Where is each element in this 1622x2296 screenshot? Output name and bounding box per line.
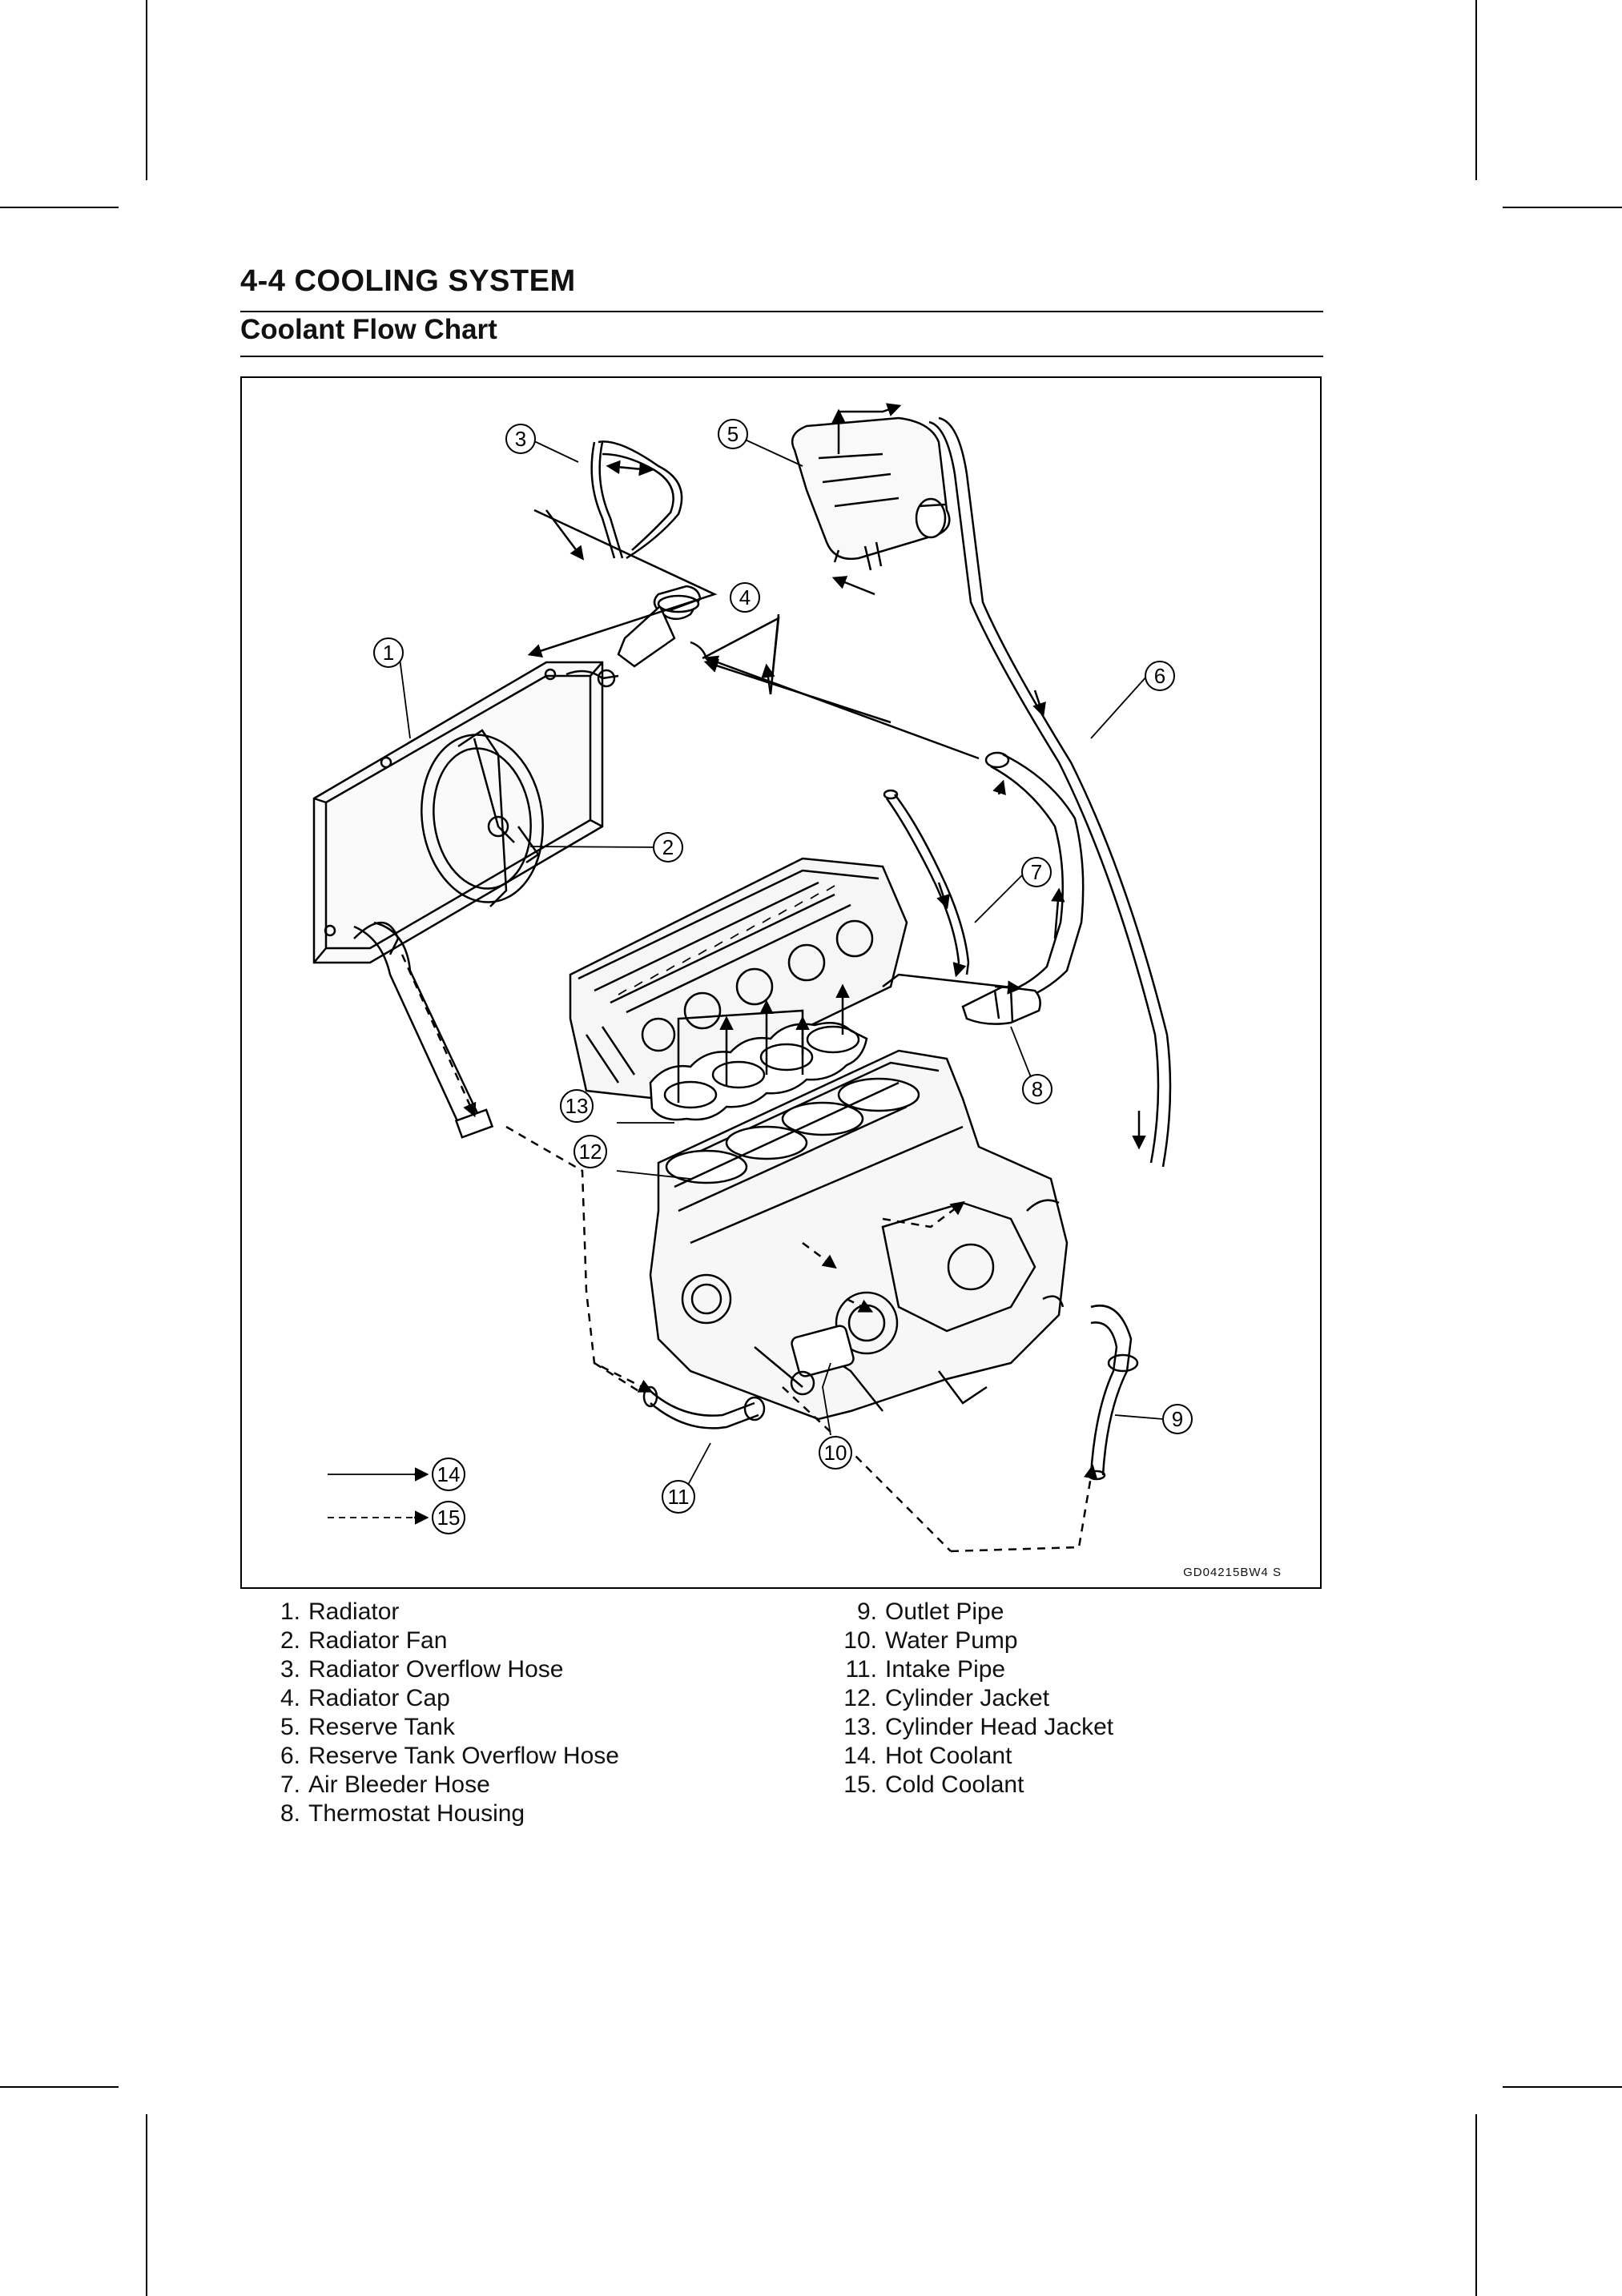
heading-rule <box>240 311 1323 312</box>
callout-leader-lines <box>328 433 1164 1518</box>
legend-item: 10.Water Pump <box>843 1627 1018 1654</box>
reserve-tank-overflow-hose-drawing <box>928 416 1172 1168</box>
legend-item: 4.Radiator Cap <box>280 1685 450 1711</box>
crop-mark <box>1475 0 1477 180</box>
thermostat-hose-drawing <box>984 751 1085 1004</box>
figure-code: GD04215BW4 S <box>1183 1566 1282 1579</box>
crop-mark <box>0 2086 119 2088</box>
engine-block-drawing <box>649 1049 1069 1421</box>
coolant-flow-figure: 1 2 3 4 5 6 7 8 <box>240 376 1322 1589</box>
crop-mark <box>146 0 147 180</box>
radiator-drawing <box>312 661 619 964</box>
svg-text:1: 1 <box>383 641 394 665</box>
svg-text:3: 3 <box>515 427 526 451</box>
svg-text:2: 2 <box>662 835 674 859</box>
legend-item: 3.Radiator Overflow Hose <box>280 1656 564 1683</box>
callout-8: 8 <box>1022 1074 1052 1104</box>
callout-10: 10 <box>819 1436 852 1470</box>
cylinder-head-drawing <box>569 857 908 1100</box>
reserve-tank-drawing <box>791 416 951 571</box>
lower-hose-drawing <box>353 921 494 1139</box>
callout-7: 7 <box>1021 857 1052 887</box>
outlet-pipe-drawing <box>1087 1305 1139 1481</box>
crop-mark <box>1475 2114 1477 2296</box>
air-bleeder-hose-drawing <box>883 789 970 975</box>
callout-11: 11 <box>662 1480 695 1514</box>
svg-text:10: 10 <box>824 1441 847 1465</box>
callout-14: 14 <box>432 1458 465 1491</box>
radiator-cap-drawing <box>617 585 708 668</box>
legend-left-column: 1.Radiator 2.Radiator Fan 3.Radiator Ove… <box>276 1598 619 1828</box>
svg-text:7: 7 <box>1031 860 1042 884</box>
legend-item: 6.Reserve Tank Overflow Hose <box>280 1743 619 1769</box>
legend-item: 1.Radiator <box>280 1598 400 1625</box>
svg-text:4: 4 <box>739 585 751 609</box>
radiator-overflow-hose-drawing <box>590 440 683 560</box>
legend-item: 12.Cylinder Jacket <box>843 1685 1050 1711</box>
hot-coolant-flow-lines <box>527 403 1146 1150</box>
callout-3: 3 <box>505 424 536 454</box>
callout-6: 6 <box>1145 661 1175 691</box>
legend-item: 9.Outlet Pipe <box>856 1598 1004 1625</box>
svg-text:13: 13 <box>565 1094 589 1118</box>
intake-pipe-drawing <box>642 1385 766 1429</box>
svg-text:15: 15 <box>437 1506 461 1530</box>
crop-mark <box>146 2114 147 2296</box>
legend-item: 7.Air Bleeder Hose <box>280 1771 490 1798</box>
svg-text:11: 11 <box>668 1485 690 1509</box>
legend-item: 11.Intake Pipe <box>845 1656 1006 1683</box>
legend-item: 14.Hot Coolant <box>843 1743 1012 1769</box>
callout-15: 15 <box>432 1501 465 1534</box>
svg-text:5: 5 <box>727 422 739 446</box>
svg-text:9: 9 <box>1172 1407 1183 1431</box>
thermostat-housing-drawing <box>961 985 1041 1025</box>
crop-mark <box>1503 207 1622 208</box>
legend-item: 5.Reserve Tank <box>280 1714 455 1740</box>
callout-5: 5 <box>718 419 748 449</box>
legend-right-column: 9.Outlet Pipe 10.Water Pump 11.Intake Pi… <box>833 1598 1113 1799</box>
cold-coolant-flow-lines <box>400 954 1098 1553</box>
svg-text:12: 12 <box>579 1140 602 1164</box>
callout-1: 1 <box>373 637 404 668</box>
svg-text:14: 14 <box>437 1462 461 1486</box>
legend-item: 2.Radiator Fan <box>280 1627 448 1654</box>
svg-text:8: 8 <box>1032 1077 1043 1101</box>
legend-item: 8.Thermostat Housing <box>280 1800 525 1827</box>
coolant-flow-diagram: 1 2 3 4 5 6 7 8 <box>312 403 1193 1553</box>
page-title: Coolant Flow Chart <box>240 314 497 345</box>
callout-12: 12 <box>574 1135 607 1168</box>
callout-9: 9 <box>1162 1404 1193 1434</box>
svg-text:6: 6 <box>1154 664 1165 688</box>
callout-4: 4 <box>730 582 760 613</box>
cylinder-head-jacket-drawing <box>649 1021 868 1121</box>
callout-2: 2 <box>653 832 683 863</box>
legend-item: 15.Cold Coolant <box>843 1771 1024 1798</box>
crop-mark <box>0 207 119 208</box>
callout-13: 13 <box>560 1089 594 1123</box>
title-rule <box>240 356 1323 357</box>
legend-item: 13.Cylinder Head Jacket <box>843 1714 1114 1740</box>
section-heading: 4-4 COOLING SYSTEM <box>240 264 576 298</box>
crop-mark <box>1503 2086 1622 2088</box>
